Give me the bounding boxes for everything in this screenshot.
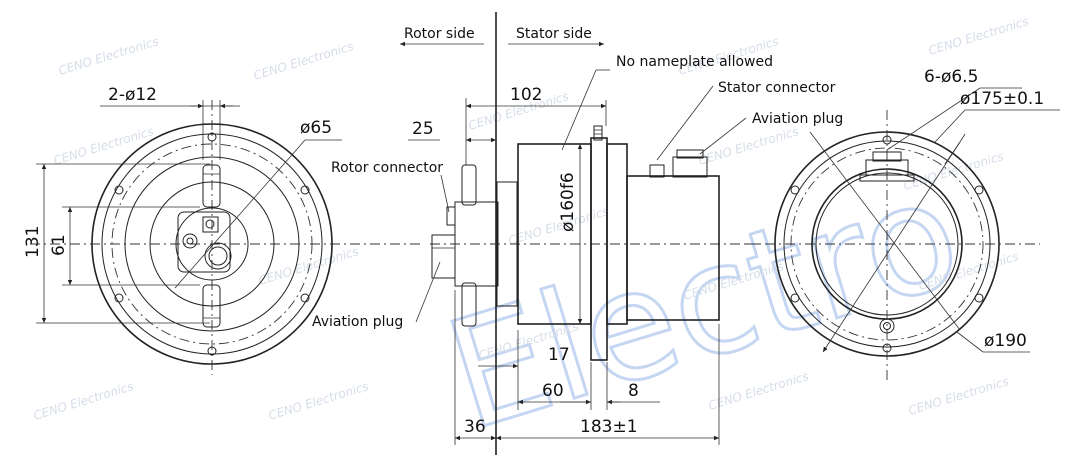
dim-left-height-inner: 61 — [49, 234, 69, 256]
watermark-layer: Electro CENO Electronics CENO Electronic… — [32, 14, 1030, 460]
watermark-text: CENO Electronics — [907, 374, 1010, 418]
labels: Rotor side Stator side No nameplate allo… — [23, 26, 1044, 437]
aviation-plug-left-label: Aviation plug — [312, 314, 403, 330]
stator-connector-label: Stator connector — [718, 80, 836, 96]
large-watermark: Electro — [430, 146, 978, 460]
side-view — [400, 12, 760, 455]
watermark-text: CENO Electronics — [252, 39, 355, 83]
no-nameplate-label: No nameplate allowed — [616, 54, 773, 70]
aviation-plug-right-label: Aviation plug — [752, 111, 843, 127]
dim-left-dia: ø65 — [300, 118, 332, 138]
mounting-holes — [114, 132, 310, 356]
dim-60: 60 — [542, 381, 564, 401]
watermark-text: CENO Electronics — [57, 34, 160, 78]
dim-102: 102 — [510, 85, 542, 105]
watermark-text: CENO Electronics — [697, 124, 800, 168]
dim-left-height-outer: 131 — [23, 226, 43, 258]
dim-right-dia-inner: ø175±0.1 — [960, 89, 1044, 109]
watermark-text: CENO Electronics — [257, 244, 360, 288]
dim-36: 36 — [464, 417, 486, 437]
rotor-side-label: Rotor side — [404, 26, 475, 42]
left-end-view — [30, 100, 420, 375]
stator-side-label: Stator side — [516, 26, 592, 42]
right-end-view — [745, 87, 1060, 380]
dim-17: 17 — [548, 345, 570, 365]
dim-25: 25 — [412, 119, 434, 139]
rotor-connector-label: Rotor connector — [331, 160, 443, 176]
dim-right-dia-outer: ø190 — [984, 331, 1027, 351]
dim-8: 8 — [628, 381, 639, 401]
dim-183: 183±1 — [580, 417, 638, 437]
dim-left-holes: 2-ø12 — [108, 85, 157, 105]
watermark-text: CENO Electronics — [927, 14, 1030, 58]
watermark-text: CENO Electronics — [32, 379, 135, 423]
dim-right-holes: 6-ø6.5 — [924, 67, 978, 87]
dim-shaft-fit: ø160f6 — [558, 172, 578, 232]
watermark-text: CENO Electronics — [267, 379, 370, 423]
